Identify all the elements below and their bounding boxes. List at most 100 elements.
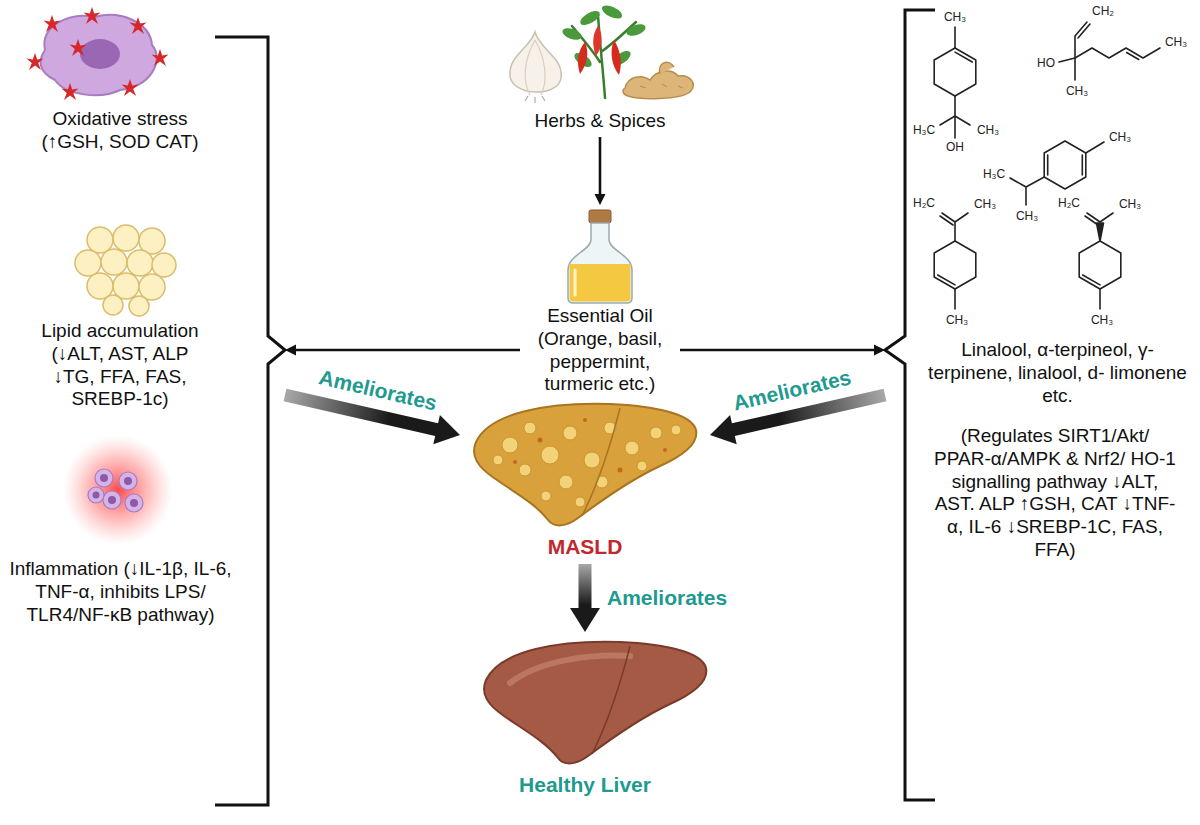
atom-label: CH₂ <box>1092 4 1114 18</box>
atom-label: HO <box>1037 56 1055 70</box>
inflammation-icon <box>108 496 116 504</box>
herbs-spices-illustration <box>525 40 545 95</box>
atom-label: H₃C <box>983 167 1005 181</box>
fatty-liver-illustration <box>474 404 696 526</box>
edge-label: Ameliorates <box>730 364 853 415</box>
lipid-droplets-icon <box>127 250 153 276</box>
inflammation-icon <box>95 469 113 487</box>
oil-bottle-illustration <box>589 210 611 223</box>
healthy-liver-illustration <box>510 656 630 683</box>
herbs-spices-illustration <box>578 42 587 74</box>
thin-arrow <box>285 345 520 356</box>
inflammation-icon <box>100 474 108 482</box>
node-label: Herbs & Spices <box>495 110 705 133</box>
atom-label: CH₃ <box>944 10 966 24</box>
herbs-spices-illustration <box>612 40 621 75</box>
atom-label: CH₃ <box>1066 84 1088 98</box>
herbs-spices-illustration <box>659 62 674 74</box>
fatty-liver-illustration <box>663 448 667 452</box>
atom-label: CH₃ <box>946 313 968 327</box>
chemical-structures <box>934 22 1160 309</box>
fatty-liver-illustration <box>493 422 681 507</box>
outcome-node: Healthy Liver <box>470 632 700 802</box>
fatty-liver-illustration <box>502 437 518 453</box>
fatty-liver-illustration <box>493 455 503 465</box>
oxidative-stress-icon <box>152 49 169 66</box>
inflammation-icon <box>93 492 100 499</box>
inflammation-icon <box>125 494 143 512</box>
node-label: Healthy Liver <box>470 772 700 797</box>
herbs-spices-illustration <box>640 84 683 88</box>
chemical-structures <box>934 48 976 96</box>
chemical-structures <box>934 241 976 289</box>
chemical-structures <box>1075 48 1160 58</box>
oxidative-stress-icon <box>122 79 139 96</box>
inflammation-icon <box>63 435 173 545</box>
edge-label: Ameliorates <box>607 585 727 610</box>
oil-bottle-illustration <box>568 210 632 303</box>
oxidative-stress-icon <box>27 7 169 100</box>
oxidative-stress-icon <box>41 15 157 95</box>
lipid-droplets-icon <box>103 295 123 315</box>
lipid-droplets-icon <box>75 225 176 316</box>
fatty-liver-illustration <box>637 461 647 471</box>
chemical-structures <box>1127 53 1139 60</box>
fatty-liver-illustration <box>582 408 620 516</box>
healthy-liver-illustration <box>592 646 630 754</box>
right-bracket <box>885 10 935 800</box>
healthy-liver-illustration <box>484 642 706 764</box>
inflammation-icon <box>124 477 132 485</box>
effect-text: Lipid accumulation (↓ALT, AST, ALP ↓TG, … <box>30 320 210 411</box>
herbs-spices-illustration <box>623 71 693 99</box>
effect-text: Inflammation (↓IL-1β, IL-6, TNF-α, inhib… <box>8 558 233 626</box>
atom-label: CH₃ <box>1109 130 1131 144</box>
fatty-liver-illustration <box>474 404 696 526</box>
effect-text: Oxidative stress (↑GSH, SOD CAT) <box>30 108 210 154</box>
left-bracket <box>215 37 285 805</box>
oil-bottle-illustration <box>568 223 632 303</box>
inflammation-icon <box>103 491 121 509</box>
lipid-droplets-icon <box>152 253 176 277</box>
fatty-liver-illustration <box>671 425 681 435</box>
atom-label: CH₃ <box>1091 313 1113 327</box>
thick-arrow <box>570 564 600 632</box>
lipid-droplets-icon <box>87 227 113 253</box>
atom-label: CH₃ <box>1119 197 1141 211</box>
atom-label: CH₃ <box>1016 209 1038 223</box>
chemical-structures <box>1097 223 1104 241</box>
lipid-droplets-icon <box>129 296 149 316</box>
oil-bottle-illustration <box>570 264 631 302</box>
fatty-liver-illustration <box>541 446 559 464</box>
oxidative-stress-icon <box>62 83 79 100</box>
thin-arrow <box>595 137 606 205</box>
oil-bottle-illustration <box>574 270 577 295</box>
fatty-liver-illustration <box>538 438 543 443</box>
effect-group: Oxidative stress (↑GSH, SOD CAT) Lipid ac… <box>5 5 285 815</box>
oxidative-stress-icon <box>70 39 87 56</box>
atom-label: OH <box>946 140 964 154</box>
atom-label: CH₃ <box>974 197 996 211</box>
herbs-spices-illustration <box>600 3 624 21</box>
fatty-liver-illustration <box>625 441 639 455</box>
chemical-structures <box>1010 142 1104 205</box>
fatty-liver-illustration <box>513 418 667 473</box>
mechanism-text: (Regulates SIRT1/Akt/ PPAR-α/AMPK & Nrf2… <box>930 425 1180 562</box>
oxidative-stress-icon <box>27 53 44 70</box>
atom-label: H₃C <box>913 123 935 137</box>
fatty-liver-illustration <box>524 422 536 434</box>
fatty-liver-illustration <box>575 497 585 507</box>
inflammation-icon <box>88 487 104 503</box>
source-node: Herbs & Spices <box>495 2 705 137</box>
inflammation-icon <box>63 435 173 545</box>
herbs-spices-illustration <box>561 26 583 42</box>
chemical-structures <box>1079 241 1121 289</box>
oxidative-stress-icon <box>44 15 61 32</box>
disease-node: MASLD <box>460 400 710 564</box>
fatty-liver-illustration <box>519 464 531 476</box>
compound-text: Linalool, α-terpineol, γ- terpinene, lin… <box>925 339 1190 407</box>
fatty-liver-illustration <box>513 460 517 464</box>
fatty-liver-illustration <box>541 491 551 501</box>
inflammation-icon <box>130 499 138 507</box>
node-label: MASLD <box>460 534 710 559</box>
